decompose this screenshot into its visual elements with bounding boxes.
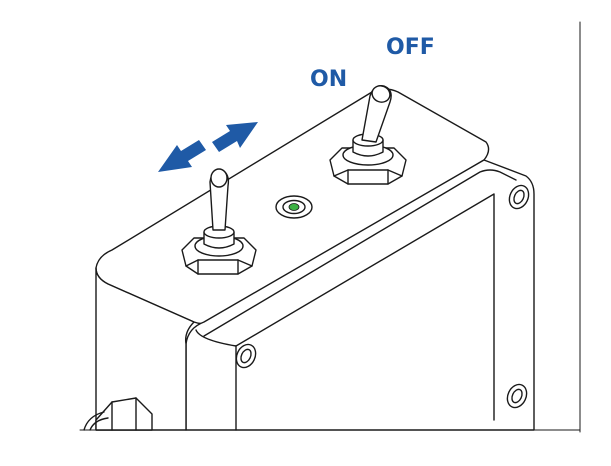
double-arrow-icon (158, 122, 258, 172)
on-label: ON (310, 67, 347, 92)
lid-seam (203, 169, 517, 337)
indicator-led-icon (275, 195, 313, 219)
enclosure-right-face (185, 159, 535, 431)
off-label: OFF (386, 35, 435, 60)
screw-hole-bottom-right (506, 383, 528, 409)
screw-hole-top-right (508, 184, 530, 210)
cable-gland (83, 397, 153, 431)
left-toggle-switch (181, 168, 257, 275)
enclosure-front-face (95, 267, 195, 431)
right-toggle-switch (329, 85, 407, 185)
enclosure-box (95, 88, 535, 431)
lid-seam-inner (235, 193, 495, 421)
lid-step-curve (195, 329, 237, 347)
screw-hole-left (235, 343, 257, 369)
